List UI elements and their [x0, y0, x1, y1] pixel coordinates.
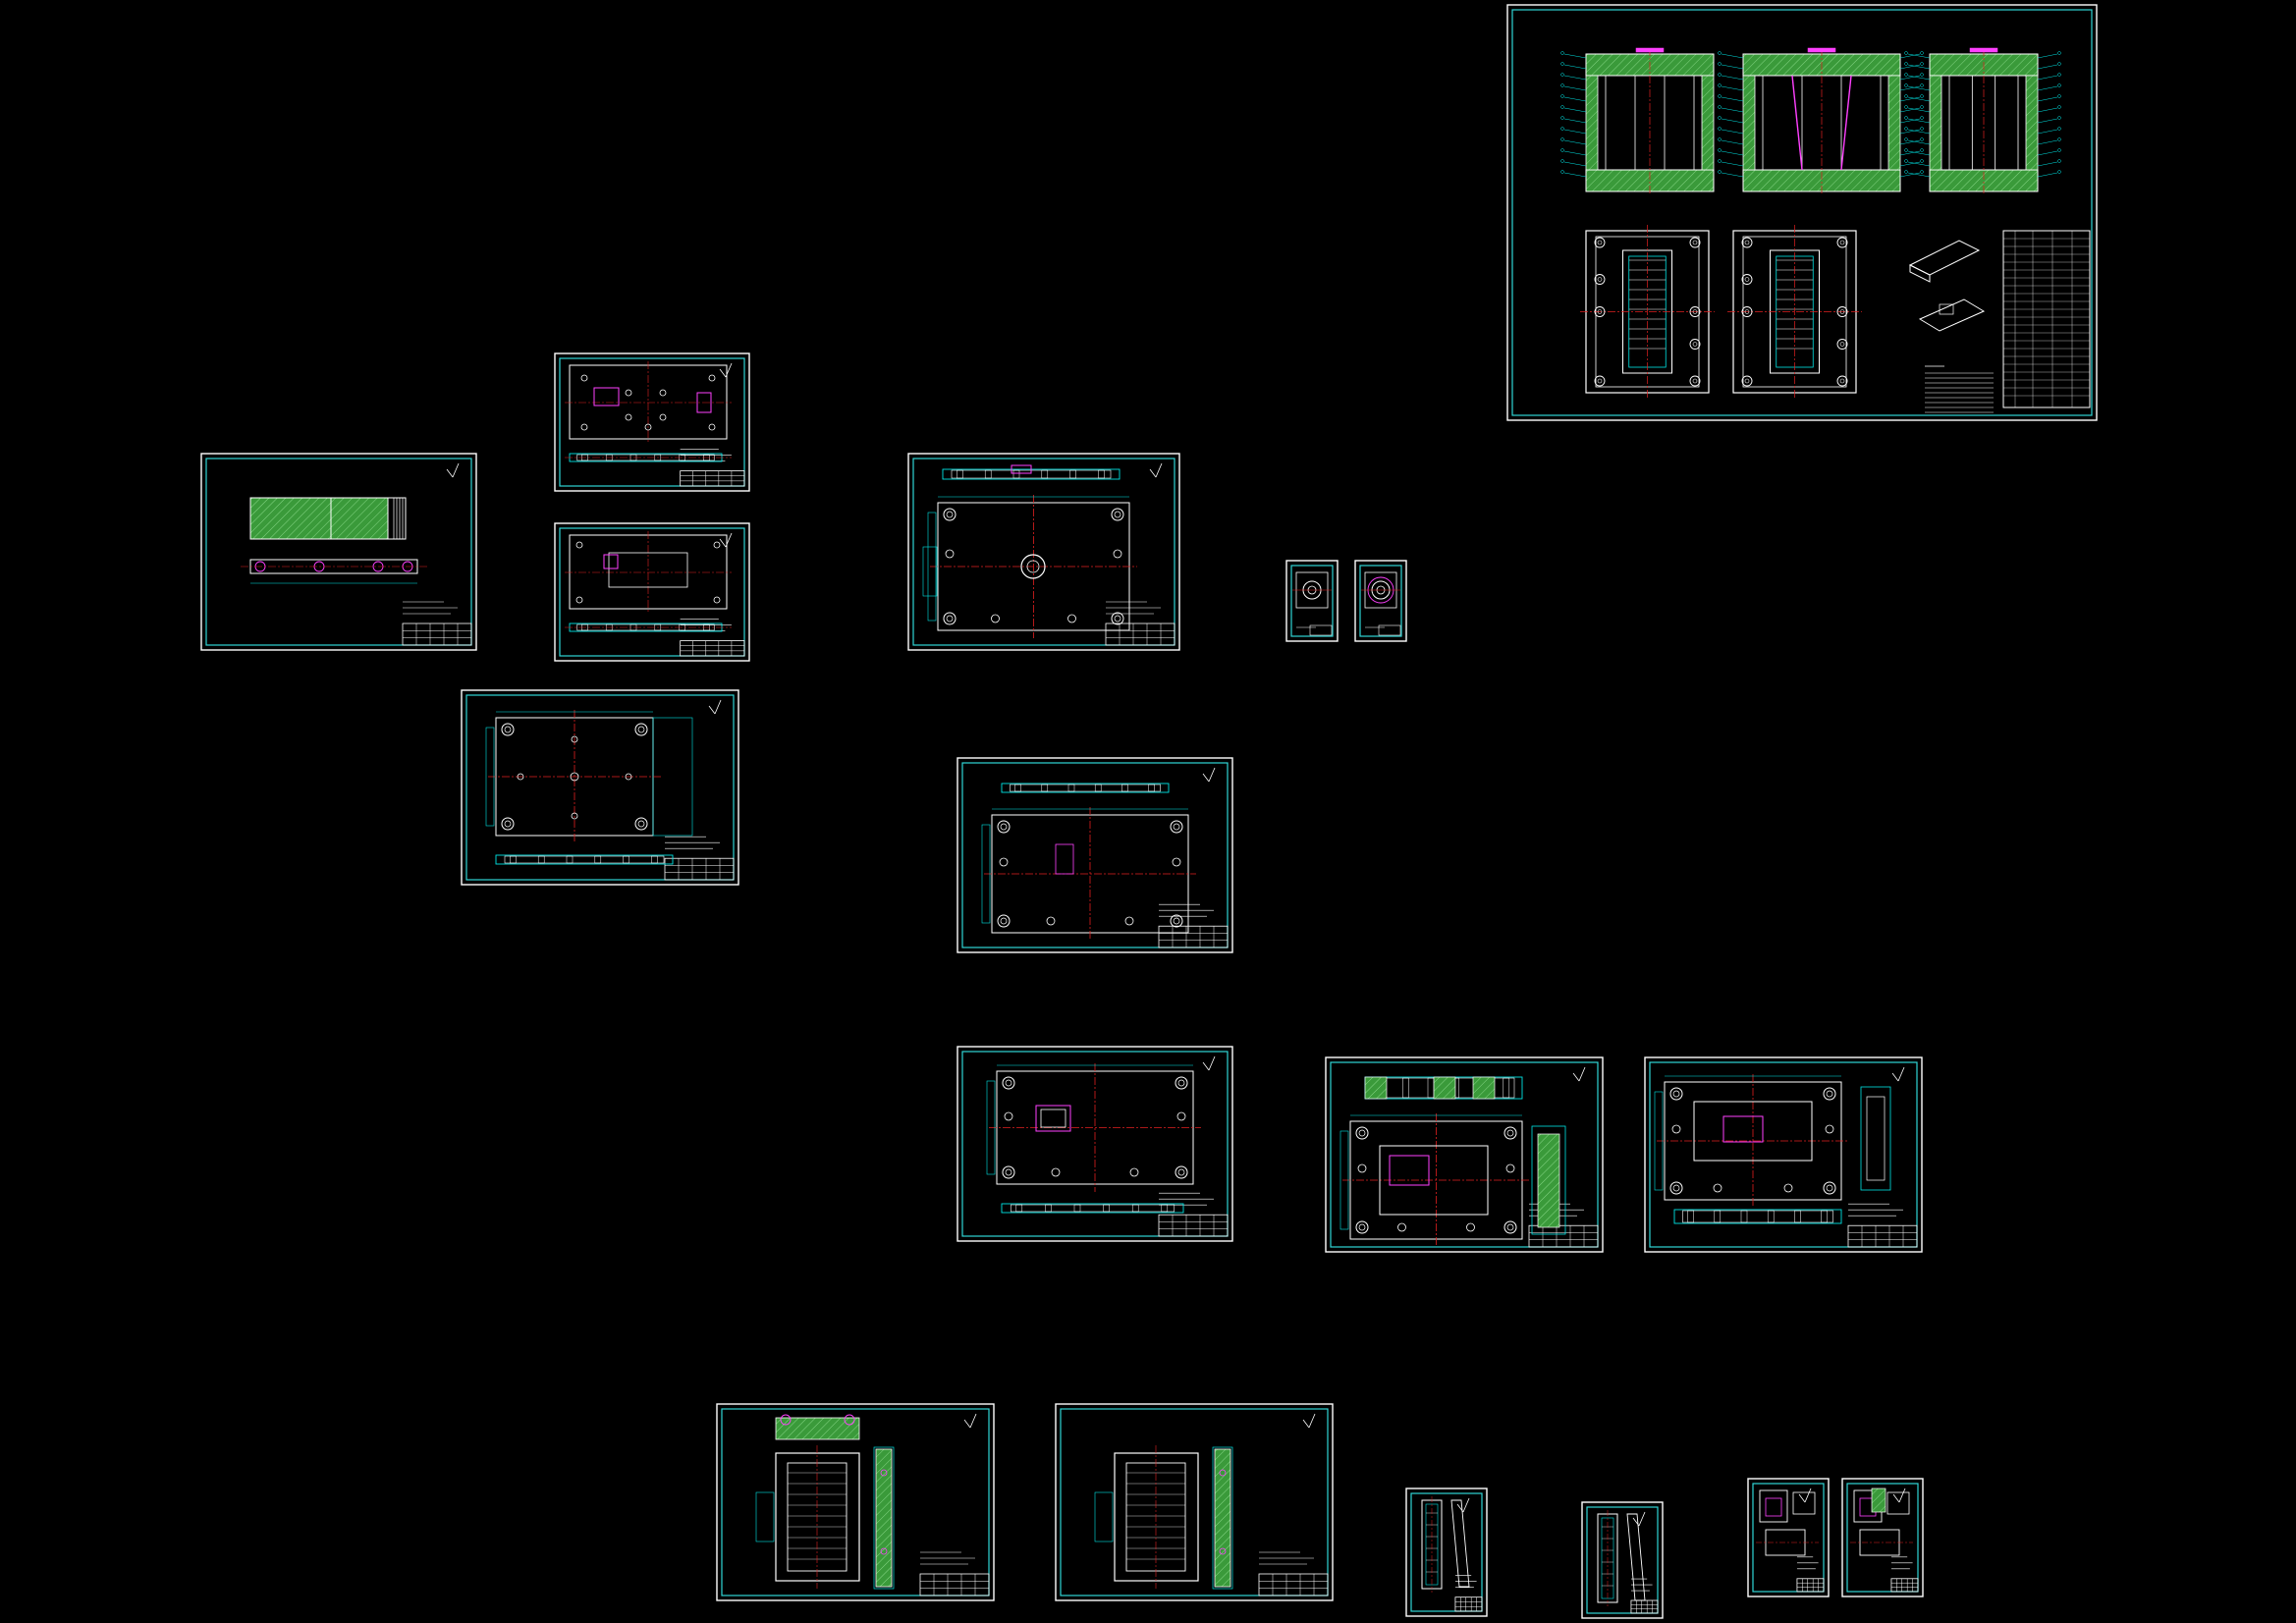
drawing-sheet-plate-small-a[interactable] [554, 352, 750, 492]
drawing-sheet-assembly-drawing[interactable] [1506, 4, 2098, 421]
drawing-sheet-plate-small-b[interactable] [554, 522, 750, 662]
roughness-icon [1202, 1055, 1216, 1071]
roughness-icon [963, 1413, 977, 1429]
drawing-sheet-detail-a[interactable] [1747, 1478, 1830, 1597]
roughness-icon [1892, 1488, 1906, 1503]
drawing-sheet-part-tiny-a[interactable] [1285, 560, 1339, 642]
drawing-sheet-plate-mid-a[interactable] [957, 757, 1233, 953]
roughness-icon [1798, 1488, 1812, 1503]
drawing-sheet-plate-mid-b[interactable] [957, 1046, 1233, 1242]
isometric-part-icon [1908, 240, 1986, 332]
drawing-sheet-insert-a[interactable] [1405, 1488, 1488, 1617]
roughness-icon [1891, 1066, 1905, 1082]
drawing-sheet-plate-holes-a[interactable] [461, 689, 739, 886]
roughness-icon [1302, 1413, 1316, 1429]
roughness-icon [1202, 767, 1216, 783]
roughness-icon [1572, 1066, 1586, 1082]
roughness-icon [1149, 462, 1163, 478]
drawing-sheet-insert-b[interactable] [1581, 1501, 1664, 1619]
drawing-sheet-slide-part-b[interactable] [1055, 1403, 1334, 1601]
roughness-icon [708, 699, 722, 715]
roughness-icon [446, 462, 460, 478]
drawing-sheet-plate-sprue[interactable] [907, 453, 1180, 651]
drawing-sheet-detail-b[interactable] [1841, 1478, 1924, 1597]
drawing-sheet-cavity-plate[interactable] [1325, 1056, 1604, 1253]
drawing-sheet-part-tiny-b[interactable] [1354, 560, 1407, 642]
drawing-sheet-plate-hatched[interactable] [200, 453, 477, 651]
drawing-sheet-core-plate[interactable] [1644, 1056, 1923, 1253]
drawing-sheet-slide-part-a[interactable] [716, 1403, 995, 1601]
